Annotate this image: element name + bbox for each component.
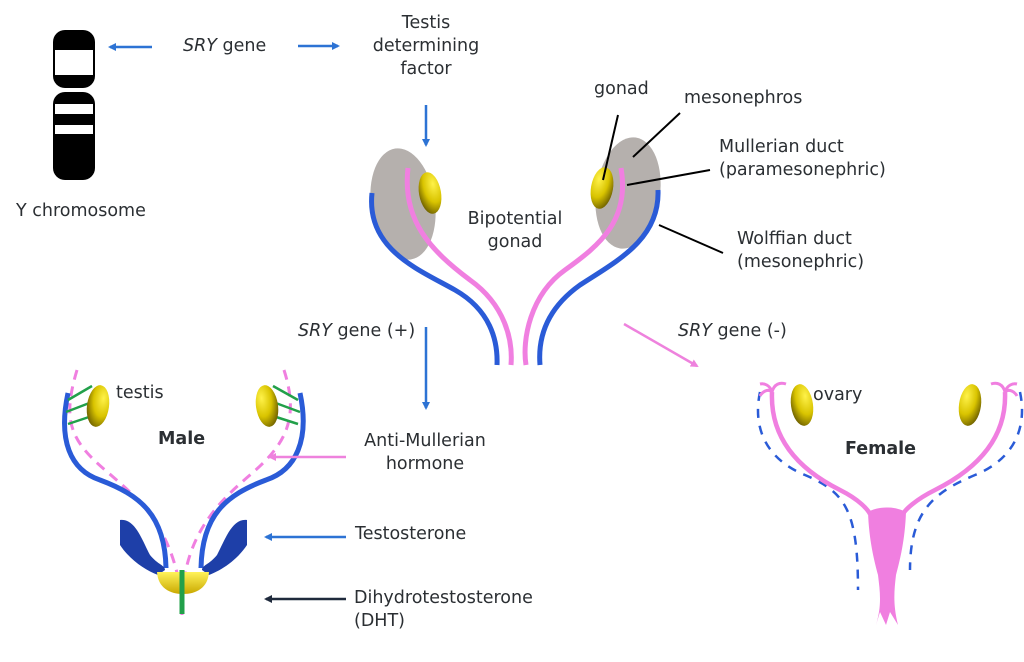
uterus [868, 507, 906, 625]
label-wolffian-duct: Wolffian duct (mesonephric) [737, 228, 864, 274]
male-wolffian-left [62, 392, 169, 569]
mullerian-line1: Mullerian duct [719, 137, 844, 157]
sry-minus-italic: SRY [678, 321, 712, 341]
pointer-wolffian [658, 224, 724, 254]
label-bipotential-gonad: Bipotential gonad [455, 208, 575, 254]
fallopian-tube-right [900, 391, 1008, 516]
male-mullerian-left-regressing [68, 369, 185, 616]
bipotential-left [369, 148, 514, 366]
ovary-left [790, 384, 814, 426]
seminal-vesicle-left [120, 519, 165, 575]
female-reproductive-tract [756, 381, 1024, 625]
amh-line1: Anti-Mullerian [364, 431, 486, 451]
dht-line2: (DHT) [354, 611, 405, 631]
male-wolffian-right [198, 392, 306, 569]
amh-line2: hormone [385, 454, 465, 474]
gonad-right [590, 167, 614, 209]
testis-left [86, 385, 110, 427]
sry-italic: SRY [183, 36, 217, 56]
mullerian-line2: (paramesonephric) [719, 160, 886, 180]
wolffian-line1: Wolffian duct [737, 229, 852, 249]
female-wolffian-left-regressing [756, 391, 860, 591]
fallopian-tube-left [769, 391, 873, 516]
label-anti-mullerian-hormone: Anti-Mullerian hormone [345, 430, 505, 476]
tdf-line3: factor [400, 59, 452, 79]
sry-plus-italic: SRY [298, 321, 332, 341]
label-sry-plus: SRY gene (+) [298, 320, 415, 343]
sry-rest: gene [216, 36, 267, 56]
pointer-gonad [602, 114, 619, 181]
dht-line1: Dihydrotestosterone [354, 588, 533, 608]
label-sry-gene: SRY gene [183, 35, 266, 58]
label-dht: Dihydrotestosterone (DHT) [354, 587, 533, 633]
pointer-mullerian [626, 169, 711, 186]
seminal-vesicle-right [202, 519, 247, 575]
gonad-left [418, 172, 442, 214]
male-reproductive-tract [62, 369, 306, 616]
tdf-line2: determining [372, 36, 480, 56]
label-testis-determining-factor: Testis determining factor [360, 12, 492, 81]
label-sry-minus: SRY gene (-) [678, 320, 787, 343]
mullerian-duct-right [522, 167, 625, 366]
label-mesonephros: mesonephros [684, 88, 803, 108]
label-testosterone: Testosterone [355, 524, 467, 544]
ovary-right [958, 384, 982, 426]
label-ovary: ovary [813, 385, 863, 405]
y-chromosome-icon [53, 30, 95, 180]
label-y-chromosome: Y chromosome [16, 201, 146, 221]
male-mullerian-right-regressing [180, 369, 292, 616]
pointer-mesonephros [632, 112, 681, 158]
wolffian-duct-right [537, 189, 661, 366]
label-female: Female [845, 439, 917, 459]
bipotential-line1: Bipotential [467, 209, 563, 229]
label-gonad: gonad [594, 79, 649, 99]
wolffian-line2: (mesonephric) [737, 252, 865, 272]
sry-minus-rest: gene (-) [711, 321, 787, 341]
tdf-line1: Testis [401, 13, 451, 33]
label-mullerian-duct: Mullerian duct (paramesonephric) [719, 136, 886, 182]
female-wolffian-right-regressing [908, 391, 1024, 571]
arrow-sry-minus [623, 322, 699, 368]
label-male: Male [158, 429, 206, 449]
mullerian-duct-left [404, 167, 514, 366]
bipotential-right [522, 137, 661, 366]
label-testis: testis [116, 383, 164, 403]
bipotential-line2: gonad [487, 232, 543, 252]
sry-plus-rest: gene (+) [331, 321, 416, 341]
wolffian-duct-left [369, 192, 500, 366]
testis-right [255, 385, 279, 427]
